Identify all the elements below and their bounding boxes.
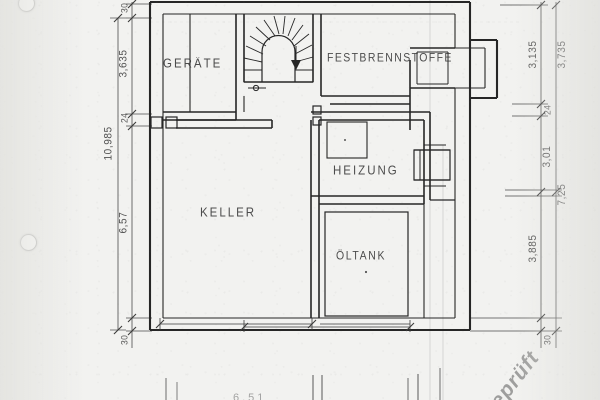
bottom-text-fragment: 6,51	[233, 392, 267, 400]
room-label-geraete: GERÄTE	[163, 57, 223, 71]
oil-tank	[324, 211, 409, 317]
dimension-right-3135: 3,135	[526, 40, 540, 69]
dimension-right-301: 3,01	[540, 145, 554, 168]
dimension-left-3635: 3,635	[117, 49, 131, 78]
staircase	[243, 13, 314, 92]
dimension-left-total: 10,985	[102, 126, 116, 161]
dimension-right-total-725: 7,25	[555, 183, 569, 206]
dimension-right-total-3735: 3,735	[555, 40, 569, 69]
chimney-ducts-left	[150, 116, 178, 129]
dimension-left-24: 24	[118, 112, 130, 123]
dimension-left-657: 6,57	[117, 211, 131, 234]
room-label-oeltank: ÖLTANK	[336, 249, 387, 263]
bottom-cutoff-fragments	[165, 368, 441, 400]
dimension-right-3885: 3,885	[526, 234, 540, 263]
punch-hole-bottom	[20, 234, 37, 251]
dimension-lines-right	[470, 0, 562, 348]
dimension-right-24: 24	[541, 104, 553, 115]
boiler	[326, 121, 368, 159]
equipment-niche	[413, 144, 451, 187]
room-label-keller: KELLER	[200, 206, 257, 220]
dimension-lines-left	[110, 0, 152, 348]
room-label-festbrennstoffe: FESTBRENNSTOFFE	[327, 51, 453, 65]
dimension-right-30-bottom: 30	[541, 334, 553, 345]
room-label-heizung: HEIZUNG	[333, 164, 399, 178]
dimension-left-30-top: 30	[118, 2, 130, 13]
dimension-left-30-bottom: 30	[118, 334, 130, 345]
